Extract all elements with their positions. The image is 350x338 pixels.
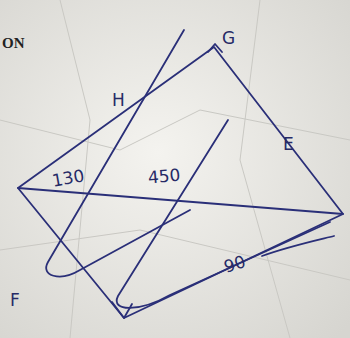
vertex-mark [208,44,222,52]
vertex-mark [112,302,132,318]
point-label: G [222,30,235,47]
long-loop [117,120,330,308]
line-label: H [112,92,125,109]
page-heading-fragment: ON [2,36,25,51]
angle-label: 450 [147,167,181,187]
ink-lines [18,30,343,318]
point-label: F [10,292,20,309]
crease [240,0,290,338]
diagonal [18,188,343,214]
arc-mark [262,236,334,256]
crease [0,110,350,150]
point-label: E [283,136,294,153]
loop-line [46,30,190,276]
quadrilateral [18,47,343,318]
